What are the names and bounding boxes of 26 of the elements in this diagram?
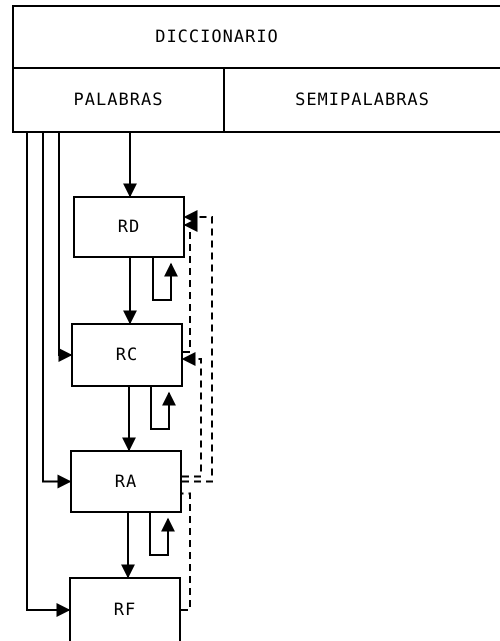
arrow: [123, 258, 137, 324]
box-label: PALABRAS: [74, 90, 164, 110]
arrow: [152, 258, 178, 301]
dashed-arrow: [182, 352, 202, 478]
box-label: SEMIPALABRAS: [295, 90, 430, 110]
process-box: [71, 323, 183, 387]
box-label: DICCIONARIO: [155, 27, 279, 47]
process-box: [70, 450, 182, 513]
arrow: [121, 513, 135, 578]
dictionary-header: [12, 5, 500, 69]
arrow: [42, 133, 72, 488]
box-label: RF: [114, 600, 136, 620]
process-box: [69, 577, 181, 641]
arrow: [122, 387, 136, 452]
arrow: [123, 133, 137, 198]
box-label: RC: [116, 345, 138, 365]
box-label: RD: [118, 217, 140, 237]
box-label: RA: [114, 472, 138, 492]
arrow: [26, 133, 70, 617]
dashed-arrow: [182, 210, 213, 482]
process-box: [73, 196, 185, 258]
arrow: [58, 133, 72, 362]
arrow: [150, 387, 176, 430]
table-cell: [12, 67, 225, 133]
dashed-arrow: [183, 218, 198, 353]
arrow: [149, 513, 175, 556]
